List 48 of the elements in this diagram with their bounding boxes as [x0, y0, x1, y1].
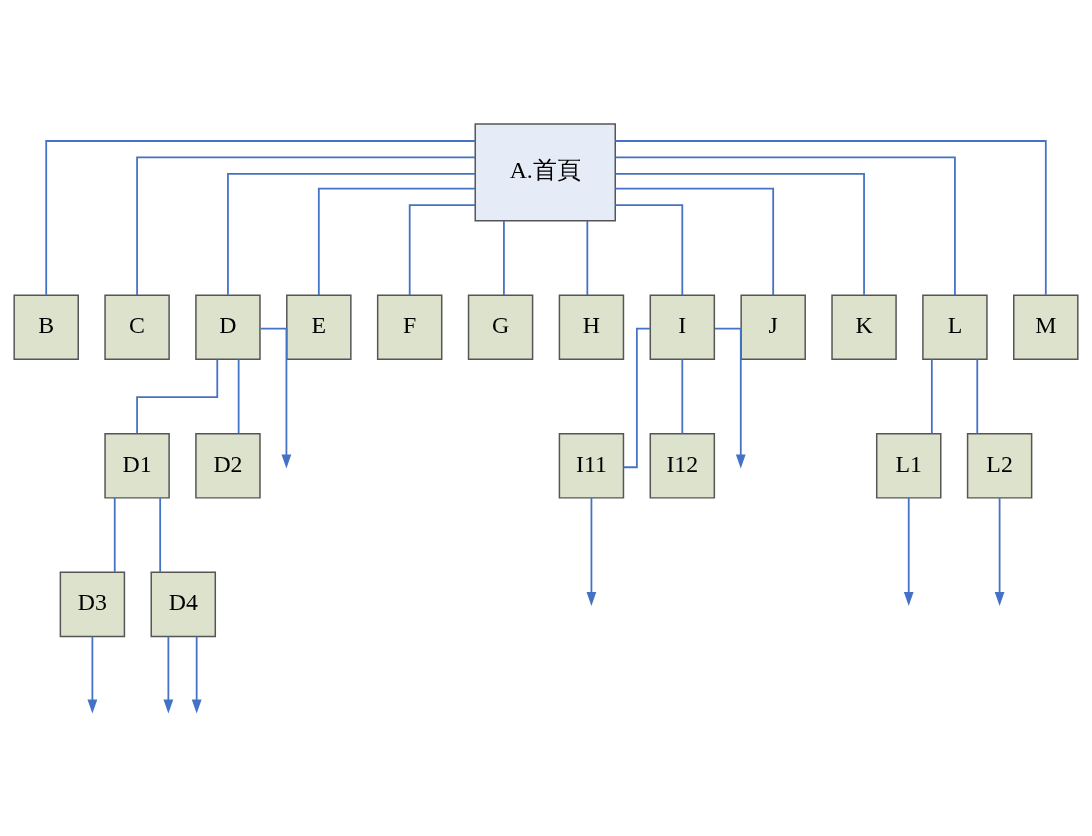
connector — [976, 358, 979, 434]
arrow — [191, 635, 202, 714]
connector — [136, 358, 219, 434]
connector — [930, 358, 933, 434]
connector — [136, 156, 476, 296]
node-box: K — [831, 294, 897, 360]
node-box: D4 — [150, 571, 217, 637]
connector — [681, 358, 684, 434]
arrow — [586, 496, 597, 606]
connector — [408, 203, 476, 296]
connector — [586, 219, 589, 296]
node-box: J — [740, 294, 806, 360]
arrow — [163, 635, 174, 714]
arrow — [714, 327, 746, 468]
node-box: C — [104, 294, 170, 360]
connector — [614, 139, 1047, 296]
node-box: I — [649, 294, 716, 360]
connector — [113, 496, 116, 573]
connector — [614, 187, 775, 296]
node-box: A.首頁 — [474, 122, 616, 222]
node-box: G — [467, 294, 534, 360]
connector — [614, 156, 956, 296]
arrow — [994, 496, 1005, 606]
node-box: H — [558, 294, 625, 360]
connector — [237, 358, 240, 434]
connector — [614, 172, 865, 296]
node-box: I12 — [649, 432, 716, 499]
connector — [159, 496, 162, 573]
node-box: B — [13, 294, 79, 360]
node-box: D — [195, 294, 261, 360]
connector — [227, 172, 477, 296]
arrow — [903, 496, 914, 606]
arrow — [259, 327, 292, 468]
node-box: M — [1013, 294, 1079, 360]
node-box: L — [922, 294, 988, 360]
node-box: L1 — [875, 432, 942, 499]
node-box: E — [286, 294, 352, 360]
arrow — [87, 635, 98, 714]
node-box: D3 — [59, 571, 126, 637]
node-box: D1 — [104, 432, 170, 499]
node-box: I11 — [558, 432, 625, 499]
node-box: D2 — [195, 432, 261, 499]
node-box: L2 — [966, 432, 1033, 499]
connector — [317, 187, 476, 296]
connector — [503, 219, 505, 296]
connector — [45, 139, 476, 296]
connector — [614, 203, 684, 296]
node-box: F — [376, 294, 443, 360]
